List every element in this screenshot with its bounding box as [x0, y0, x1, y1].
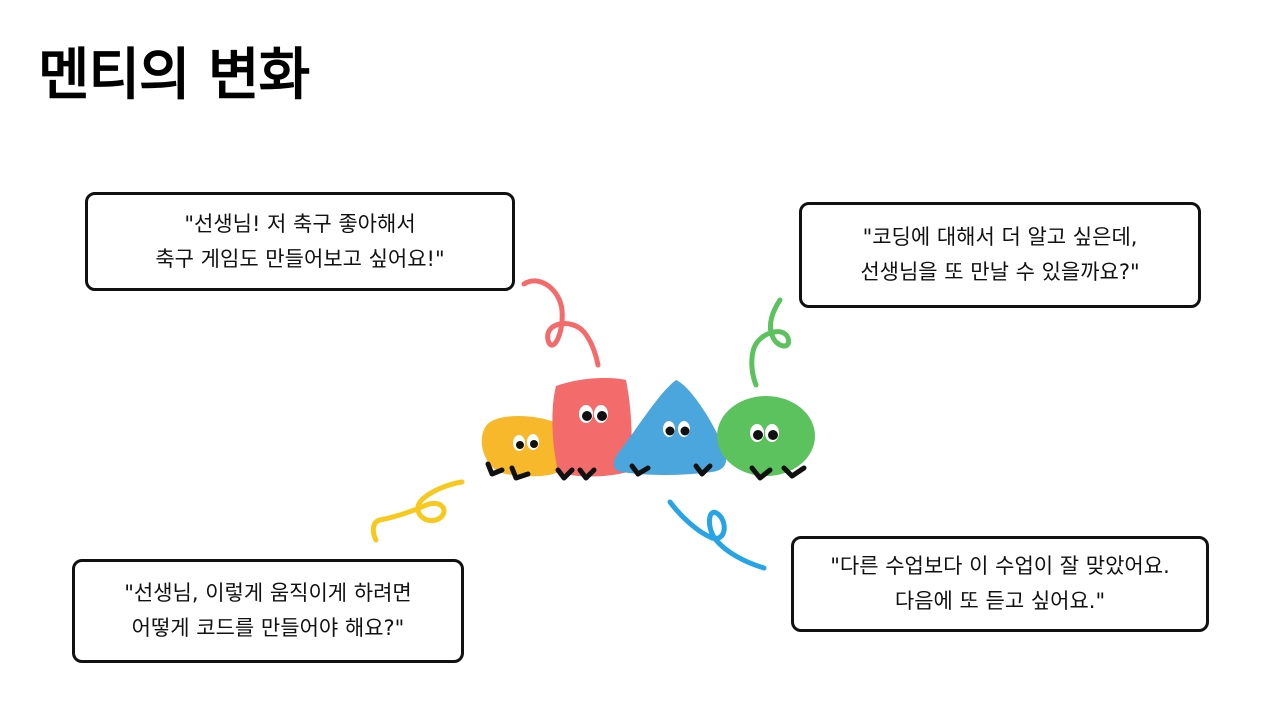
speech-bubble-how-to-code: "선생님, 이렇게 움직이게 하려면 어떻게 코드를 만들어야 해요?" [72, 559, 464, 663]
quote-line: "코딩에 대해서 더 알고 싶은데, [862, 225, 1138, 249]
quote-line: 선생님을 또 만날 수 있을까요?" [860, 260, 1140, 284]
quote-line: 다음에 또 듣고 싶어요." [894, 589, 1106, 613]
yellow-squiggle-icon [370, 479, 465, 543]
quote-line: "선생님, 이렇게 움직이게 하려면 [124, 581, 412, 605]
speech-bubble-soccer-game: "선생님! 저 축구 좋아해서 축구 게임도 만들어보고 싶어요!" [85, 192, 515, 291]
quote-line: "다른 수업보다 이 수업이 잘 맞았어요. [830, 554, 1170, 578]
blue-triangle-character [613, 380, 727, 477]
red-squiggle-icon [521, 278, 601, 368]
quote-line: 어떻게 코드를 만들어야 해요?" [131, 616, 405, 640]
page-title: 멘티의 변화 [38, 43, 310, 108]
yellow-blob-character [481, 416, 568, 481]
speech-bubble-meet-again: "코딩에 대해서 더 알고 싶은데, 선생님을 또 만날 수 있을까요?" [799, 202, 1201, 308]
speech-bubble-class-fit: "다른 수업보다 이 수업이 잘 맞았어요. 다음에 또 듣고 싶어요." [791, 536, 1209, 632]
blue-squiggle-icon [667, 499, 767, 571]
quote-line: 축구 게임도 만들어보고 싶어요!" [155, 246, 445, 271]
quote-line: "선생님! 저 축구 좋아해서 [184, 211, 416, 236]
green-squiggle-icon [749, 297, 792, 388]
green-circle-character [717, 396, 815, 481]
red-rectangle-character [552, 378, 632, 481]
